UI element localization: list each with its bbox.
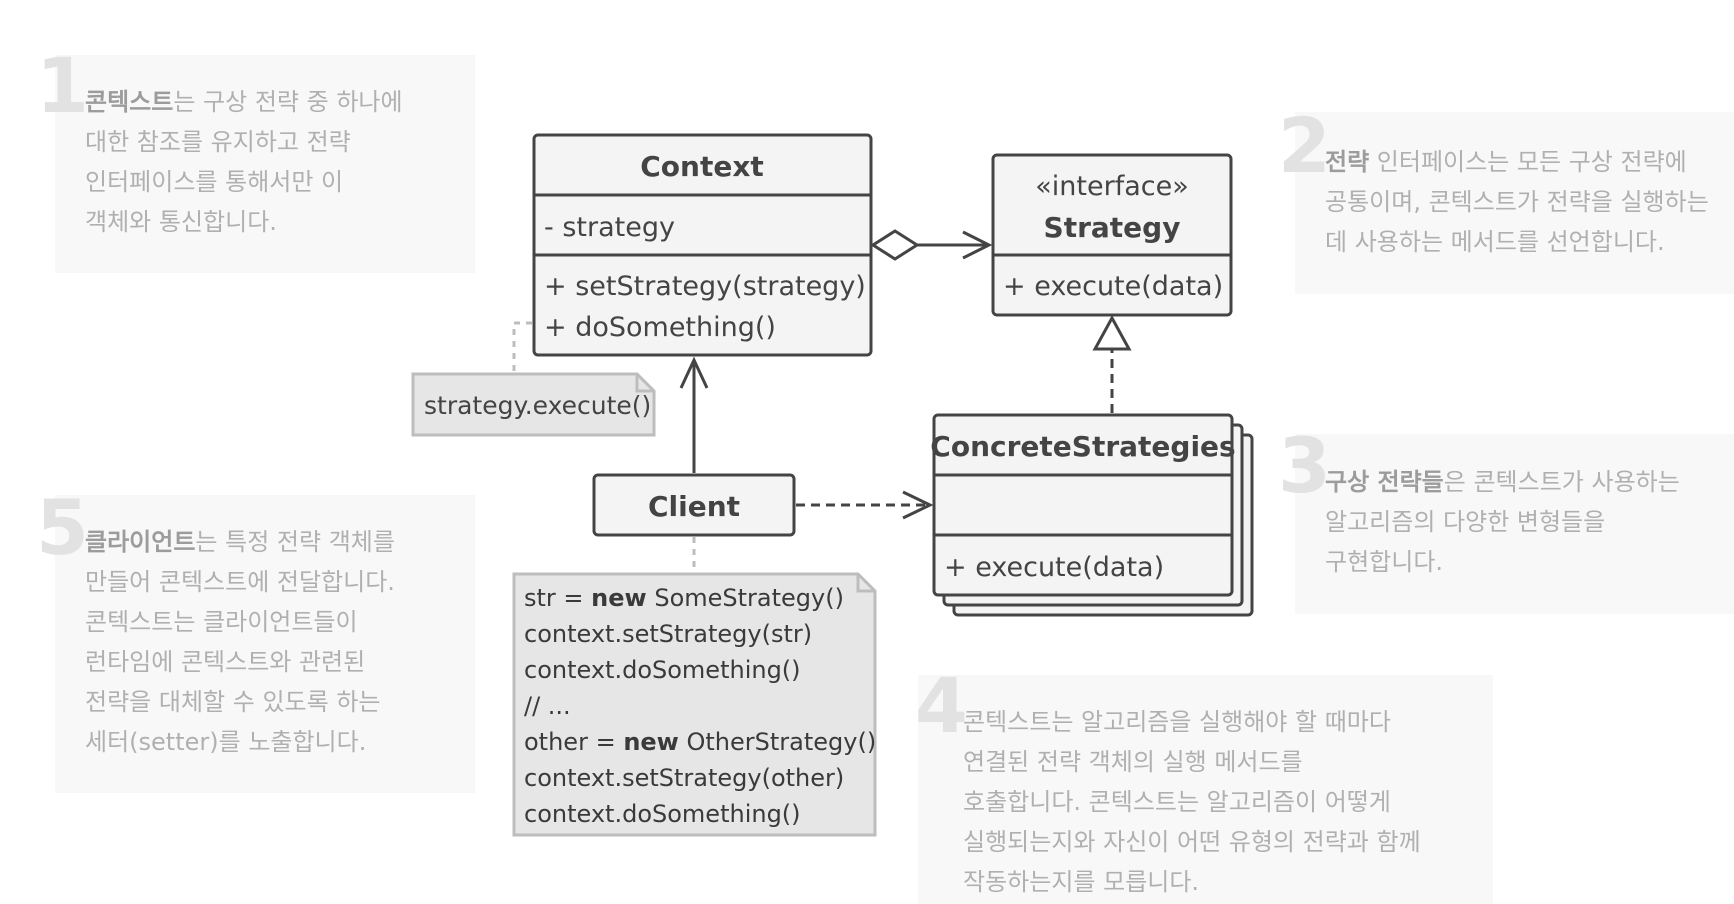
note-2-line-3: 데 사용하는 메서드를 선언합니다. — [1325, 228, 1665, 256]
note-5-line-1: 는 특정 전략 객체를 — [195, 528, 395, 556]
note-4-number: 4 — [915, 661, 968, 750]
note-2-box — [1295, 112, 1734, 294]
note-5-line-6: 세터(setter)를 노출합니다. — [85, 728, 367, 756]
note-2-line-2: 공통이며, 콘텍스트가 전략을 실행하는 — [1325, 188, 1709, 216]
code-line-5: other = new OtherStrategy() — [524, 724, 876, 760]
code-line-5-keyword: new — [623, 728, 679, 756]
context-class-name: Context — [640, 150, 764, 183]
code-line-1-pre: str = — [524, 584, 592, 612]
note-1-line-1: 는 구상 전략 중 하나에 — [173, 88, 403, 116]
code-line-6-pre: context.setStrategy(other) — [524, 764, 845, 792]
note-5-line-2: 만들어 콘텍스트에 전달합니다. — [85, 568, 395, 596]
context-class[interactable]: Context - strategy + setStrategy(strateg… — [532, 133, 873, 357]
strategy-class-name: Strategy — [1044, 211, 1181, 244]
code-line-4-pre: // ... — [524, 692, 571, 720]
strategy-interface[interactable]: «interface» Strategy + execute(data) — [991, 153, 1233, 317]
note-5-number: 5 — [36, 483, 89, 572]
code-line-7: context.doSomething() — [524, 796, 801, 832]
note-1-line-4: 객체와 통신합니다. — [85, 208, 277, 236]
note-4-box — [918, 675, 1493, 904]
note-5-bold: 클라이언트 — [85, 528, 196, 556]
client-context-arrow — [679, 356, 709, 473]
note-2-bold: 전략 — [1325, 148, 1370, 176]
note-5-text: 클라이언트는 특정 전략 객체를 만들어 콘텍스트에 전달합니다. 콘텍스트는 … — [85, 522, 485, 762]
code-line-2: context.setStrategy(str) — [524, 616, 812, 652]
client-concrete-arrow — [796, 490, 934, 520]
code-line-1-post: SomeStrategy() — [646, 584, 844, 612]
realization-arrow — [1092, 314, 1132, 413]
code-line-5-post: OtherStrategy() — [678, 728, 877, 756]
code-line-6: context.setStrategy(other) — [524, 760, 844, 796]
note-1-text: 콘텍스트는 구상 전략 중 하나에 대한 참조를 유지하고 전략 인터페이스를 … — [85, 82, 485, 242]
note-4-line-5: 작동하는지를 모릅니다. — [963, 868, 1200, 896]
note-3-line-2: 알고리즘의 다양한 변형들을 — [1325, 508, 1606, 536]
note-4-line-4: 실행되는지와 자신이 어떤 유형의 전략과 함께 — [963, 828, 1421, 856]
note-2-line-1: 인터페이스는 모든 구상 전략에 — [1369, 148, 1687, 176]
strategy-method-1: + execute(data) — [1003, 271, 1223, 302]
note-5-line-4: 런타임에 콘텍스트와 관련된 — [85, 648, 366, 676]
code-line-5-pre: other = — [524, 728, 624, 756]
note-3-line-3: 구현합니다. — [1325, 548, 1444, 576]
strategy-stereotype: «interface» — [1035, 171, 1188, 202]
code-line-3: context.doSomething() — [524, 652, 801, 688]
concrete-strategies-class[interactable]: ConcreteStrategies + execute(data) — [930, 413, 1254, 617]
code-line-1: str = new SomeStrategy() — [524, 580, 844, 616]
note-4-line-2: 연결된 전략 객체의 실행 메서드를 — [963, 748, 1303, 776]
context-method-1: + setStrategy(strategy) — [544, 271, 866, 302]
client-class-name: Client — [648, 490, 740, 523]
context-field: - strategy — [544, 212, 675, 243]
aggregation-arrow — [870, 229, 993, 261]
note-2-text: 전략 인터페이스는 모든 구상 전략에 공통이며, 콘텍스트가 전략을 실행하는… — [1325, 142, 1734, 262]
note-5-box — [55, 495, 475, 793]
note-5-line-5: 전략을 대체할 수 있도록 하는 — [85, 688, 381, 716]
code-line-3-pre: context.doSomething() — [524, 656, 801, 684]
note-4-line-1: 콘텍스트는 알고리즘을 실행해야 할 때마다 — [963, 708, 1391, 736]
note-1-line-3: 인터페이스를 통해서만 이 — [85, 168, 344, 196]
note-3-bold: 구상 전략들 — [1325, 468, 1444, 496]
context-note-text: strategy.execute() — [424, 391, 651, 420]
code-line-4: // ... — [524, 688, 571, 724]
note-3-line-1: 은 콘텍스트가 사용하는 — [1443, 468, 1680, 496]
note-1-box — [55, 55, 475, 273]
code-line-7-pre: context.doSomething() — [524, 800, 801, 828]
context-note-connector — [512, 321, 532, 375]
context-method-2: + doSomething() — [544, 312, 776, 343]
client-class[interactable]: Client — [592, 473, 796, 537]
code-line-1-keyword: new — [591, 584, 647, 612]
note-2-number: 2 — [1278, 101, 1331, 190]
note-3-number: 3 — [1278, 421, 1331, 510]
note-3-box — [1295, 434, 1734, 614]
note-3-text: 구상 전략들은 콘텍스트가 사용하는 알고리즘의 다양한 변형들을 구현합니다. — [1325, 462, 1725, 582]
concrete-method-1: + execute(data) — [944, 552, 1164, 583]
note-4-line-3: 호출합니다. 콘텍스트는 알고리즘이 어떻게 — [963, 788, 1391, 816]
note-5-line-3: 콘텍스트는 클라이언트들이 — [85, 608, 358, 636]
note-1-line-2: 대한 참조를 유지하고 전략 — [85, 128, 351, 156]
context-note: strategy.execute() — [411, 372, 656, 437]
note-1-number: 1 — [36, 41, 89, 130]
client-code-note — [512, 572, 877, 837]
note-4-text: 콘텍스트는 알고리즘을 실행해야 할 때마다 연결된 전략 객체의 실행 메서드… — [963, 702, 1493, 902]
concrete-class-name: ConcreteStrategies — [930, 430, 1235, 463]
code-line-2-pre: context.setStrategy(str) — [524, 620, 813, 648]
note-1-bold: 콘텍스트 — [85, 88, 174, 116]
